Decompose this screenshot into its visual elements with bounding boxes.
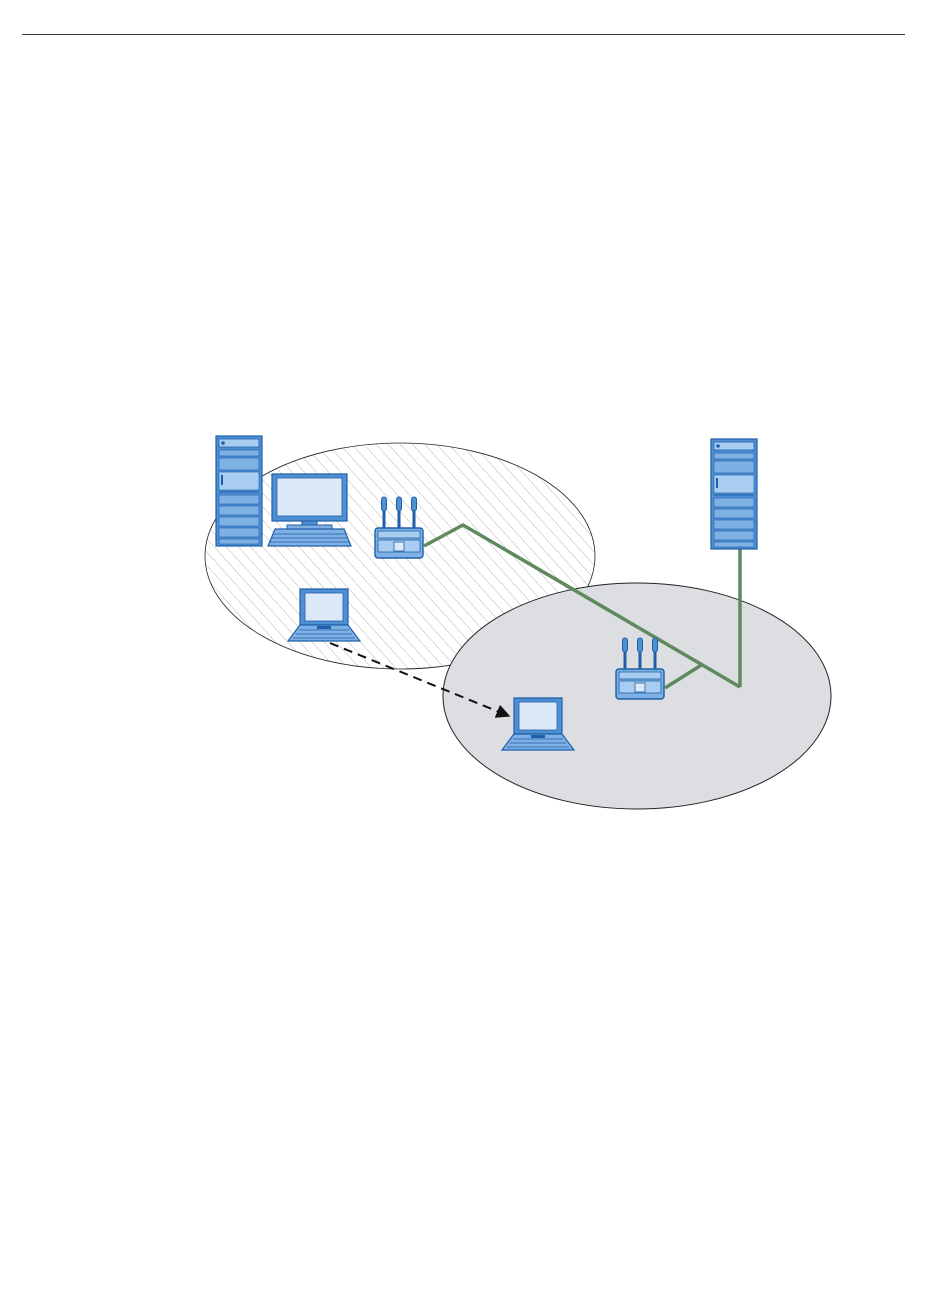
- wireless-access-point-icon: [375, 497, 423, 558]
- desktop-computer-icon: [268, 474, 351, 546]
- server-tower-icon: [711, 439, 757, 549]
- server-tower-icon: [216, 436, 262, 546]
- wireless-access-point-icon: [616, 638, 664, 699]
